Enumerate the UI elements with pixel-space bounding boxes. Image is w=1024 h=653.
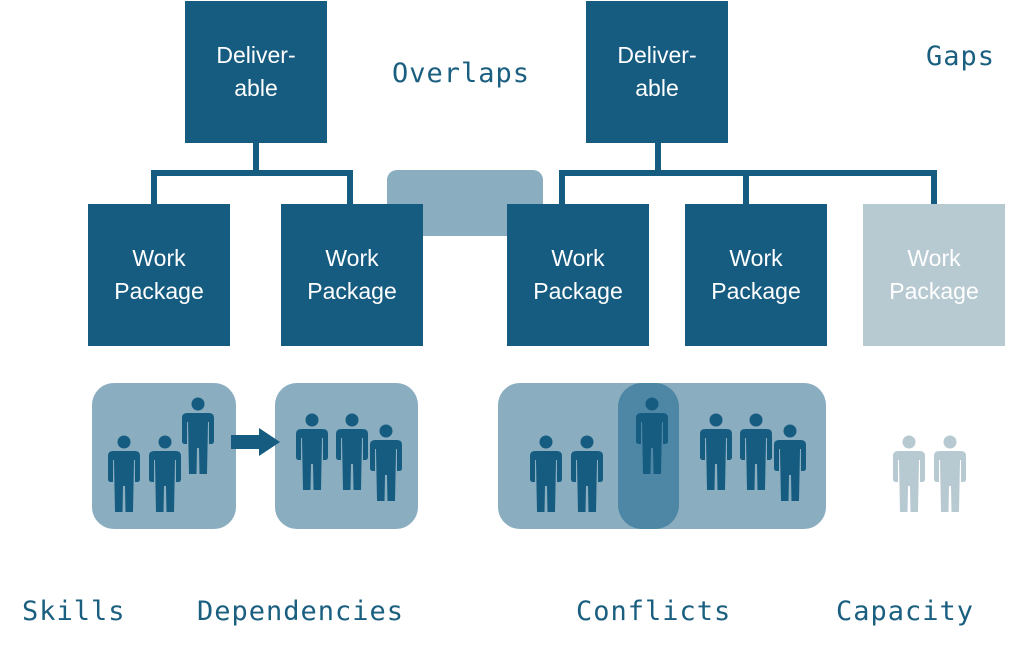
- work-package-box-4: Work Package: [685, 204, 827, 346]
- person-icon: [934, 435, 966, 512]
- deliverable-label-line2: able: [234, 75, 278, 101]
- work-package-label-line1: Work: [907, 245, 961, 271]
- dependencies-label: Dependencies: [197, 596, 405, 627]
- arrow-right-icon: [231, 428, 280, 456]
- work-package-label-line2: Package: [114, 278, 204, 304]
- overlap-bar: [387, 170, 543, 236]
- work-package-label-line2: Package: [307, 278, 397, 304]
- work-package-label-line1: Work: [729, 245, 783, 271]
- capacity-people: [893, 435, 966, 512]
- work-package-label-line2: Package: [711, 278, 801, 304]
- work-package-label-line1: Work: [325, 245, 379, 271]
- skills-label: Skills: [22, 596, 126, 627]
- work-package-box-2: Work Package: [281, 204, 423, 346]
- work-package-box-5-gap: Work Package: [863, 204, 1005, 346]
- tree-connector-right: [559, 143, 937, 205]
- deliverable-box-1: Deliver- able: [185, 1, 327, 143]
- work-package-label-line1: Work: [132, 245, 186, 271]
- conflicts-label: Conflicts: [576, 596, 732, 627]
- capacity-label: Capacity: [836, 596, 975, 627]
- deliverable-box-2: Deliver- able: [586, 1, 728, 143]
- deliverable-label-line1: Deliver-: [216, 42, 296, 68]
- work-package-box-3: Work Package: [507, 204, 649, 346]
- deliverable-label-line2: able: [635, 75, 679, 101]
- work-package-box-1: Work Package: [88, 204, 230, 346]
- tree-connector-left: [151, 143, 353, 205]
- work-package-label-line2: Package: [533, 278, 623, 304]
- gaps-label: Gaps: [926, 41, 996, 72]
- overlaps-label: Overlaps: [392, 58, 531, 89]
- work-package-label-line1: Work: [551, 245, 605, 271]
- deliverable-label-line1: Deliver-: [617, 42, 697, 68]
- work-package-label-line2: Package: [889, 278, 979, 304]
- person-icon: [893, 435, 925, 512]
